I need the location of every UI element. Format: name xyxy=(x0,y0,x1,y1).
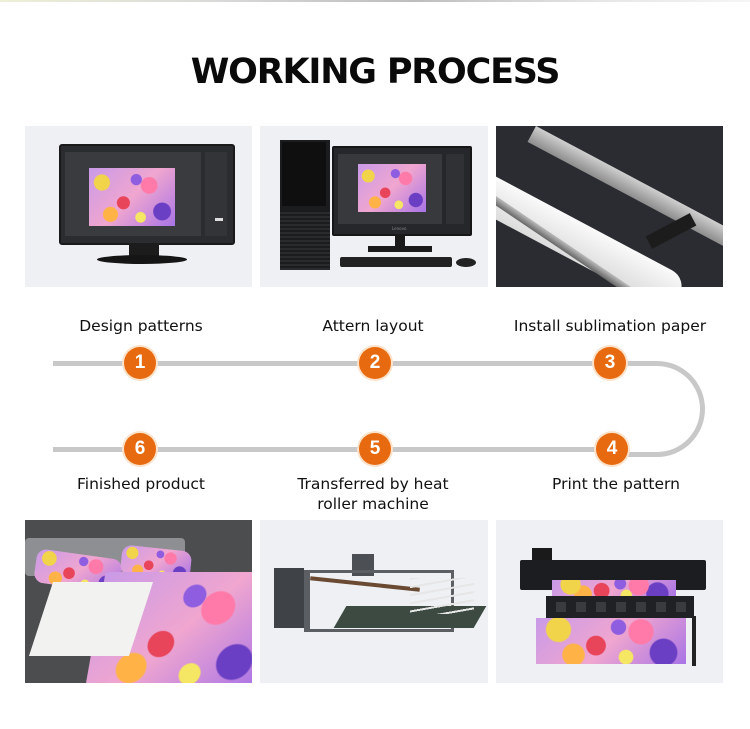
process-track-bottom xyxy=(53,447,615,452)
floral-design-artwork xyxy=(89,168,175,226)
step-badge-4: 4 xyxy=(596,433,628,465)
monitor-stand xyxy=(395,234,405,248)
step-label-5-line1: Transferred by heat xyxy=(297,475,449,493)
process-track-top xyxy=(53,361,615,366)
monitor-icon xyxy=(59,144,235,245)
step-label-4: Print the pattern xyxy=(552,475,680,493)
monitor-stand xyxy=(129,243,159,257)
image-design-patterns xyxy=(25,126,252,287)
step-label-1: Design patterns xyxy=(79,317,203,335)
image-print-the-pattern xyxy=(496,520,723,683)
top-edge-strip xyxy=(0,0,750,2)
step-badge-1: 1 xyxy=(124,347,156,379)
step-label-5-line2: roller machine xyxy=(317,495,429,513)
monitor-brand-label: Lenovo xyxy=(392,226,407,231)
printed-fabric-top xyxy=(552,580,676,598)
mouse-icon xyxy=(456,258,476,267)
monitor-base xyxy=(368,246,432,252)
step-badge-6: 6 xyxy=(124,433,156,465)
step-label-3: Install sublimation paper xyxy=(513,317,707,335)
printed-fabric xyxy=(536,618,686,664)
step-badge-3: 3 xyxy=(594,347,626,379)
page-title: WORKING PROCESS xyxy=(190,52,561,92)
step-badge-5: 5 xyxy=(359,433,391,465)
ink-tank xyxy=(532,548,552,562)
machine-cabinet xyxy=(274,568,304,628)
floral-design-artwork xyxy=(358,164,426,212)
printer-stand xyxy=(692,616,696,666)
dryer-bar xyxy=(546,596,694,618)
monitor-icon xyxy=(332,146,472,236)
step-badge-2: 2 xyxy=(359,347,391,379)
image-install-sublimation-paper xyxy=(496,126,723,287)
step-label-6: Finished product xyxy=(76,475,206,493)
monitor-base xyxy=(97,255,187,264)
image-finished-product xyxy=(25,520,252,683)
pc-tower-icon xyxy=(280,140,330,270)
rollers xyxy=(410,578,474,614)
image-attern-layout: Lenovo xyxy=(260,126,488,287)
keyboard-icon xyxy=(340,257,452,267)
step-label-2: Attern layout xyxy=(322,317,424,335)
image-heat-roller-machine xyxy=(260,520,488,683)
process-track-curve xyxy=(614,361,705,457)
